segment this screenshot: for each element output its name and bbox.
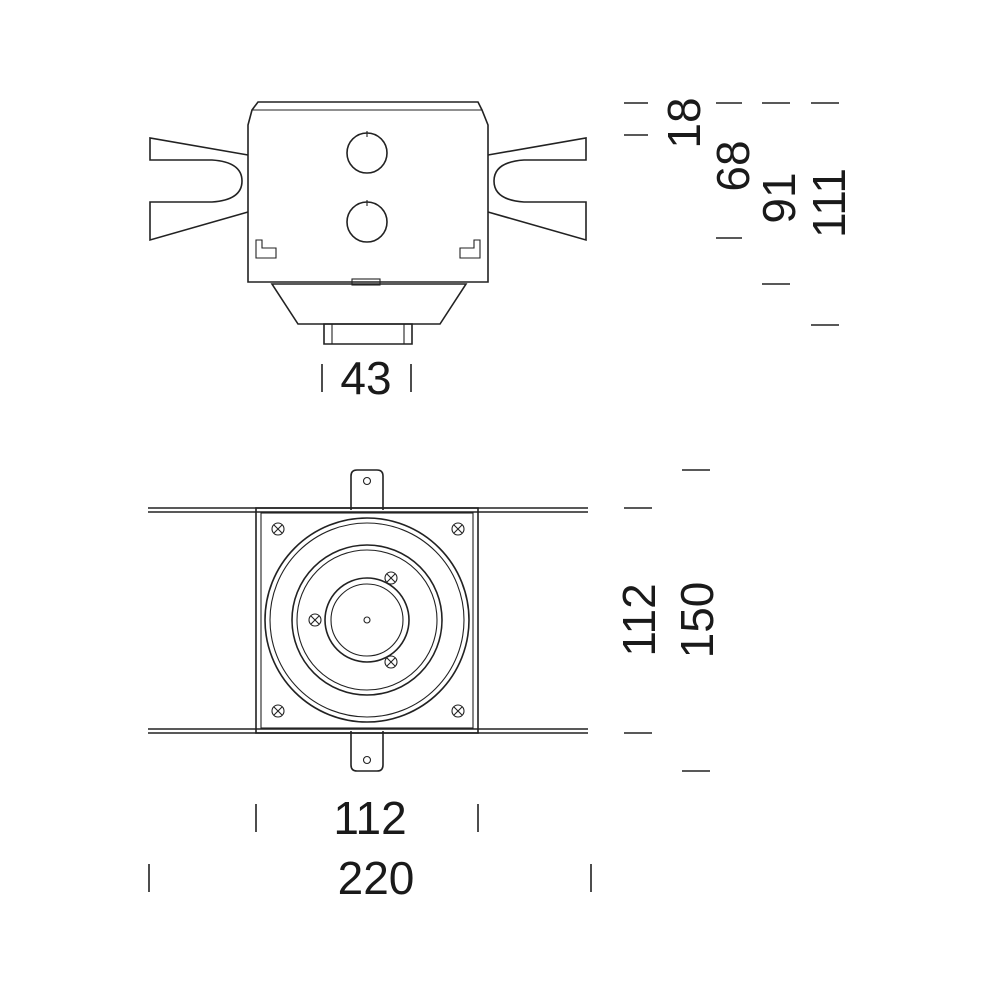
screw-icon bbox=[308, 613, 322, 627]
side-view-left-spring-clip bbox=[149, 137, 249, 242]
side-view-right-spring-clip bbox=[487, 137, 587, 242]
top-view-spring-bars bbox=[148, 507, 588, 734]
dimension-width-220: 220 bbox=[338, 852, 415, 904]
side-view-housing bbox=[247, 101, 489, 283]
dimension-height-91: 91 bbox=[753, 172, 805, 223]
top-view-top-tab bbox=[350, 469, 384, 510]
top-view-height-markers bbox=[624, 469, 710, 772]
top-view-outer-ring bbox=[264, 517, 470, 723]
height-dimension-markers bbox=[624, 102, 839, 326]
top-view-square-frame bbox=[255, 507, 479, 734]
dimension-height-112: 112 bbox=[613, 583, 665, 656]
side-view-hole-upper bbox=[346, 132, 388, 174]
top-view-lamp-holder bbox=[324, 577, 410, 663]
dimension-width-43: 43 bbox=[340, 352, 391, 404]
screw-icon bbox=[384, 655, 398, 669]
dimension-height-111: 111 bbox=[803, 168, 855, 238]
top-view-bottom-tab bbox=[350, 731, 384, 772]
dimension-height-150: 150 bbox=[671, 582, 723, 659]
side-view-left-tab bbox=[255, 239, 277, 259]
top-view-center-point bbox=[363, 616, 371, 624]
side-view: 43 18 68 91 111 bbox=[149, 97, 855, 404]
dimension-height-18: 18 bbox=[658, 97, 710, 148]
side-view-right-tab bbox=[459, 239, 481, 259]
screw-icon bbox=[271, 704, 285, 718]
screw-icon bbox=[271, 522, 285, 536]
dimension-height-68: 68 bbox=[707, 140, 759, 191]
side-view-reflector bbox=[270, 283, 468, 325]
top-view-screws bbox=[271, 522, 465, 718]
screw-icon bbox=[451, 704, 465, 718]
screw-icon bbox=[384, 571, 398, 585]
screw-icon bbox=[451, 522, 465, 536]
top-view: 112 150 112 220 bbox=[148, 469, 723, 904]
top-view-mid-ring bbox=[291, 544, 443, 696]
side-view-hole-lower bbox=[346, 201, 388, 243]
dimension-width-112: 112 bbox=[333, 792, 406, 844]
side-view-socket bbox=[323, 323, 413, 345]
